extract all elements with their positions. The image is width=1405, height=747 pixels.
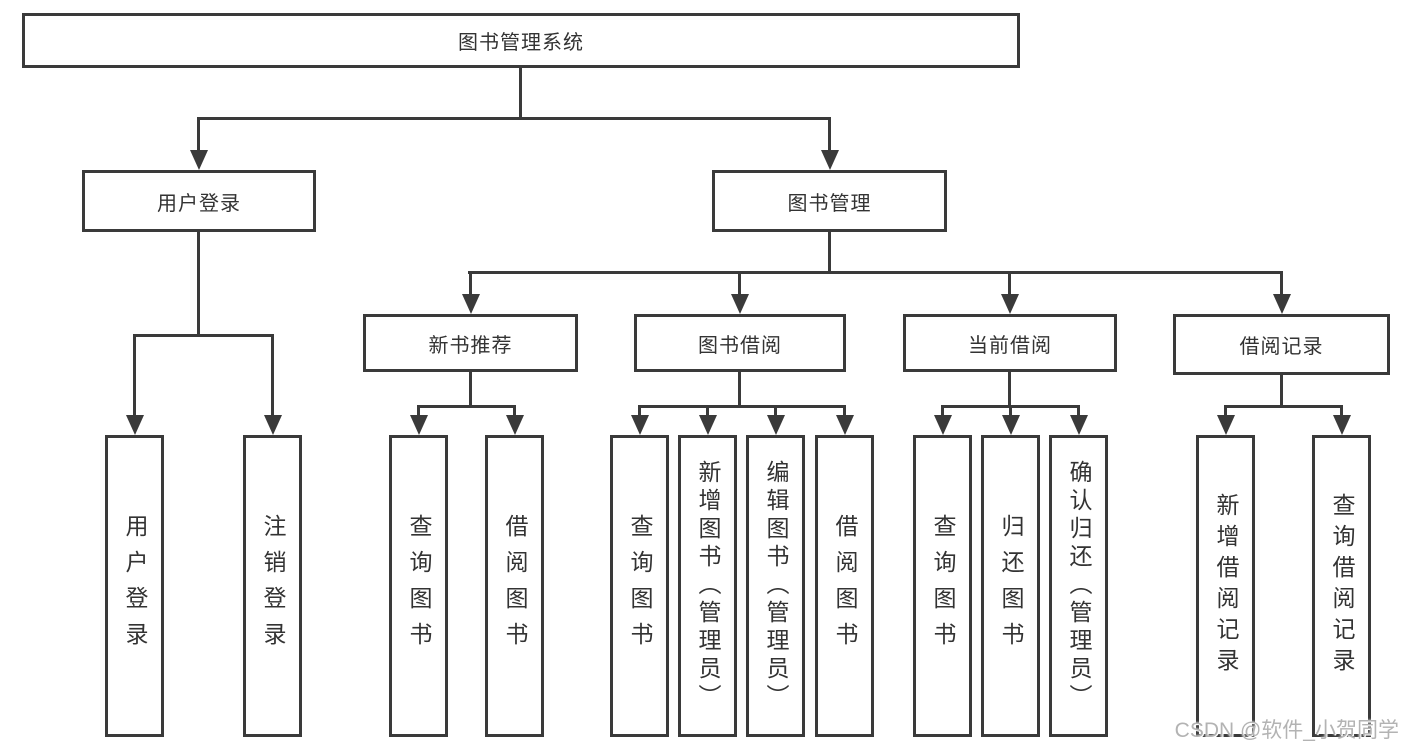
node-current-borrow: 当前借阅 <box>903 314 1117 372</box>
node-label: 借阅记录 <box>1239 336 1324 358</box>
node-label: 图书管理系统 <box>458 32 584 54</box>
node-label: 新书推荐 <box>428 334 513 357</box>
node-label: 图书管理 <box>787 192 872 215</box>
node-label: 新增图书（管理员） <box>695 460 721 712</box>
arrow-down-icon <box>767 415 785 435</box>
connector-line <box>197 232 200 337</box>
connector-line <box>1340 405 1343 417</box>
node-label: 新增借阅记录 <box>1213 493 1239 679</box>
arrow-down-icon <box>1001 294 1019 314</box>
connector-line <box>1280 375 1283 408</box>
connector-line <box>197 117 200 152</box>
leaf-logout: 注销登录 <box>243 435 302 737</box>
leaf-add-books-admin: 新增图书（管理员） <box>678 435 737 737</box>
connector-line <box>1224 405 1343 408</box>
connector-line <box>519 68 522 119</box>
node-label: 归还图书 <box>998 514 1024 658</box>
node-label: 查询图书 <box>406 514 432 658</box>
node-user-login: 用户登录 <box>82 170 316 232</box>
connector-line <box>638 405 641 417</box>
node-borrow-records: 借阅记录 <box>1173 314 1390 375</box>
connector-line <box>738 271 741 296</box>
leaf-query-books-recommend: 查询图书 <box>389 435 448 737</box>
arrow-down-icon <box>934 415 952 435</box>
leaf-borrow-books: 借阅图书 <box>815 435 874 737</box>
connector-line <box>1008 372 1011 408</box>
leaf-query-books-borrow: 查询图书 <box>610 435 669 737</box>
node-label: 确认归还（管理员） <box>1066 460 1092 712</box>
arrow-down-icon <box>506 415 524 435</box>
arrow-down-icon <box>126 415 144 435</box>
connector-line <box>828 232 831 273</box>
arrow-down-icon <box>1217 415 1235 435</box>
leaf-confirm-return-admin: 确认归还（管理员） <box>1049 435 1108 737</box>
connector-line <box>774 405 777 417</box>
arrow-down-icon <box>1002 415 1020 435</box>
node-label: 注销登录 <box>260 514 286 658</box>
node-label: 查询图书 <box>627 514 653 658</box>
leaf-edit-books-admin: 编辑图书（管理员） <box>746 435 805 737</box>
leaf-add-borrow-record: 新增借阅记录 <box>1196 435 1255 737</box>
arrow-down-icon <box>631 415 649 435</box>
node-label: 借阅图书 <box>502 514 528 658</box>
arrow-down-icon <box>1333 415 1351 435</box>
watermark: CSDN @软件_小贺同学 <box>1174 719 1399 742</box>
connector-line <box>469 271 472 296</box>
connector-line <box>638 405 846 408</box>
arrow-down-icon <box>462 294 480 314</box>
connector-line <box>513 405 516 417</box>
node-label: 当前借阅 <box>968 334 1052 357</box>
node-book-borrow: 图书借阅 <box>634 314 846 372</box>
node-label: 查询借阅记录 <box>1329 493 1355 679</box>
connector-line <box>843 405 846 417</box>
connector-line <box>1077 405 1080 417</box>
connector-line <box>1224 405 1227 417</box>
connector-line <box>828 117 831 152</box>
arrow-down-icon <box>1070 415 1088 435</box>
connector-line <box>469 372 472 408</box>
connector-line <box>1008 271 1011 296</box>
connector-line <box>738 372 741 408</box>
connector-line <box>133 334 274 337</box>
leaf-user-login: 用户登录 <box>105 435 164 737</box>
leaf-query-borrow-record: 查询借阅记录 <box>1312 435 1371 737</box>
node-book-management: 图书管理 <box>712 170 947 232</box>
connector-line <box>1009 405 1012 417</box>
arrow-down-icon <box>190 150 208 170</box>
node-label: 用户登录 <box>122 514 148 658</box>
connector-line <box>706 405 709 417</box>
arrow-down-icon <box>699 415 717 435</box>
node-label: 查询图书 <box>930 514 956 658</box>
connector-line <box>941 405 944 417</box>
connector-line <box>133 334 136 416</box>
node-label: 借阅图书 <box>832 514 858 658</box>
node-label: 用户登录 <box>157 192 241 215</box>
node-root: 图书管理系统 <box>22 13 1020 68</box>
arrow-down-icon <box>410 415 428 435</box>
leaf-return-books: 归还图书 <box>981 435 1040 737</box>
connector-line <box>197 117 831 120</box>
arrow-down-icon <box>264 415 282 435</box>
leaf-query-books-current: 查询图书 <box>913 435 972 737</box>
node-new-book-recommend: 新书推荐 <box>363 314 578 372</box>
arrow-down-icon <box>836 415 854 435</box>
arrow-down-icon <box>731 294 749 314</box>
connector-line <box>1280 271 1283 296</box>
connector-line <box>417 405 420 417</box>
node-label: 编辑图书（管理员） <box>763 460 789 712</box>
arrow-down-icon <box>821 150 839 170</box>
connector-line <box>468 271 1283 274</box>
connector-line <box>417 405 516 408</box>
arrow-down-icon <box>1273 294 1291 314</box>
node-label: 图书借阅 <box>698 334 782 357</box>
connector-line <box>271 334 274 416</box>
leaf-borrow-books-recommend: 借阅图书 <box>485 435 544 737</box>
